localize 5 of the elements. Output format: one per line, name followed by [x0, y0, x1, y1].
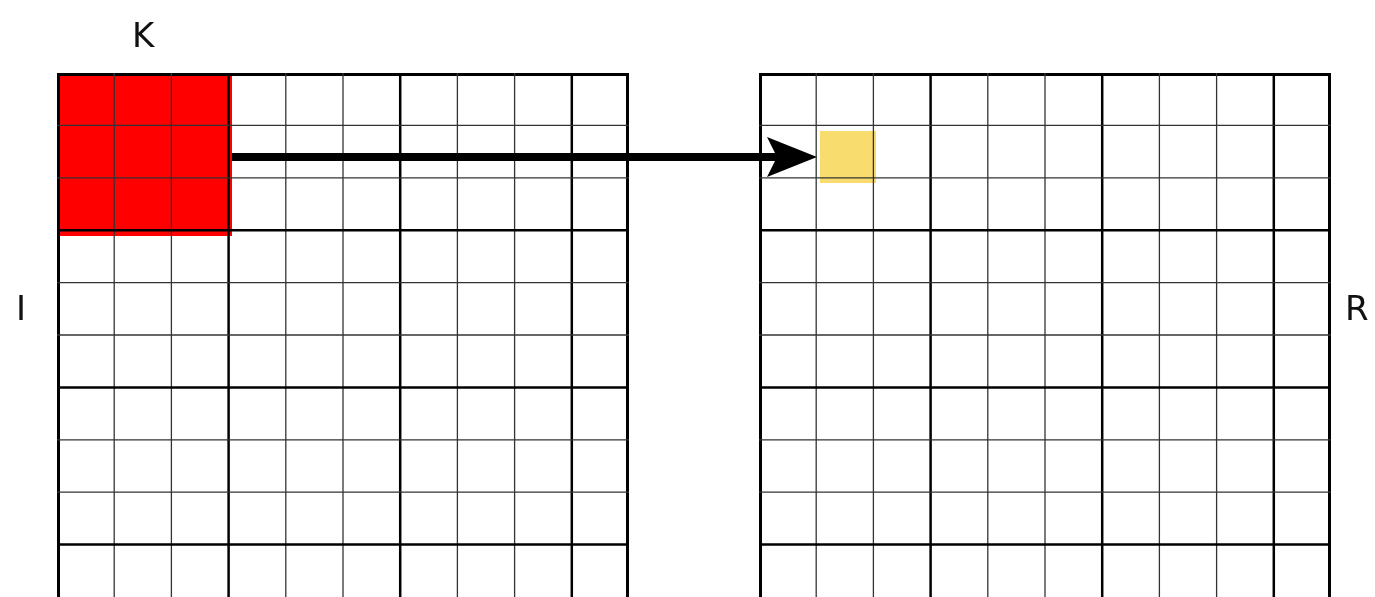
- output-cell: [820, 131, 876, 183]
- matrix-label: R: [1345, 291, 1369, 325]
- arrow: [232, 137, 817, 177]
- matrix-label: K: [132, 18, 155, 52]
- matrix-label: I: [16, 291, 27, 325]
